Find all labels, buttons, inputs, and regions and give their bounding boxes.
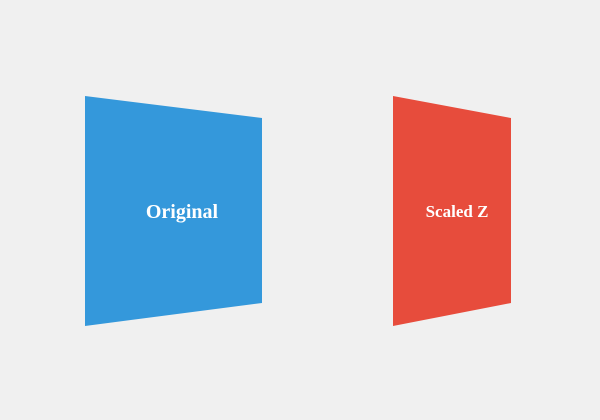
scaled-z-panel-shape <box>393 96 511 326</box>
scaled-z-panel: Scaled Z <box>393 96 511 326</box>
original-panel-label: Original <box>146 201 219 223</box>
original-panel-shape <box>85 96 262 326</box>
original-panel: Original <box>85 96 262 326</box>
scaled-z-panel-label: Scaled Z <box>426 202 489 221</box>
